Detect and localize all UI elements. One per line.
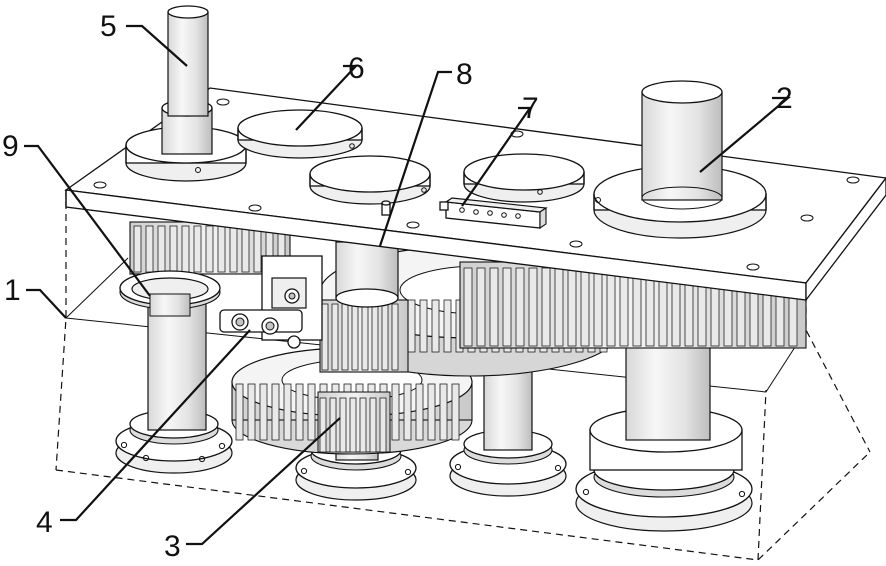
gear-tooth [362,304,368,370]
gear-tooth [444,300,451,352]
gear-tooth [392,384,399,440]
gear-tooth [428,384,435,440]
gear-tooth [372,304,378,370]
gear-tooth [490,268,498,346]
gear-tooth [182,226,189,272]
gear-tooth [440,384,447,440]
gear-tooth [464,268,472,346]
gear-tooth [206,226,213,272]
callout-8: 8 [456,58,473,91]
gear-tooth [382,304,388,370]
cover-cap-6 [238,110,362,158]
gear-tooth [284,384,291,440]
gear-tooth [308,384,315,440]
gear-tooth [352,304,358,370]
gear-tooth [503,268,511,346]
gear-tooth [254,226,261,272]
callout-1: 1 [4,274,21,307]
gear-tooth [230,226,237,272]
pin-8 [382,201,390,215]
callout-2: 2 [776,82,793,115]
gear-tooth [404,384,411,440]
callout-7: 7 [522,92,539,125]
gear-tooth [432,300,439,352]
gear-tooth [350,398,356,452]
gear-tooth [542,268,550,346]
gear-tooth [194,226,201,272]
gear-tooth [158,226,165,272]
gear-tooth [296,384,303,440]
gear-tooth [370,398,376,452]
gear-tooth [380,398,386,452]
gear-tooth [218,226,225,272]
callout-6: 6 [348,52,365,85]
gear-tooth [607,268,615,346]
gear-tooth [236,384,243,440]
gear-tooth [452,384,459,440]
gear-tooth [416,384,423,440]
gear-tooth [242,226,249,272]
gear-tooth [248,384,255,440]
center-shaft-upper [336,242,398,307]
gear-tooth [529,268,537,346]
gear-tooth [408,300,415,352]
callout-3: 3 [164,530,181,563]
gear-tooth [340,398,346,452]
gear-tooth [342,304,348,370]
gear-tooth [134,226,141,272]
gear-tooth [332,304,338,370]
callout-5: 5 [100,10,117,43]
gear-tooth [170,226,177,272]
gear-tooth [420,300,427,352]
gear-tooth [320,398,326,452]
gear-tooth [477,268,485,346]
callout-4: 4 [36,506,53,539]
gear-tooth [260,384,267,440]
gear-tooth [272,384,279,440]
gear-tooth [516,268,524,346]
gear-tooth [581,268,589,346]
cover-cap-center [310,156,430,204]
gear-tooth [620,268,628,346]
callout-9: 9 [2,130,19,163]
gear-tooth [360,398,366,452]
gear-tooth [322,304,328,370]
gear-tooth [594,268,602,346]
gear-tooth [555,268,563,346]
gear-tooth [568,268,576,346]
gear-tooth [392,304,398,370]
gear-tooth [146,226,153,272]
